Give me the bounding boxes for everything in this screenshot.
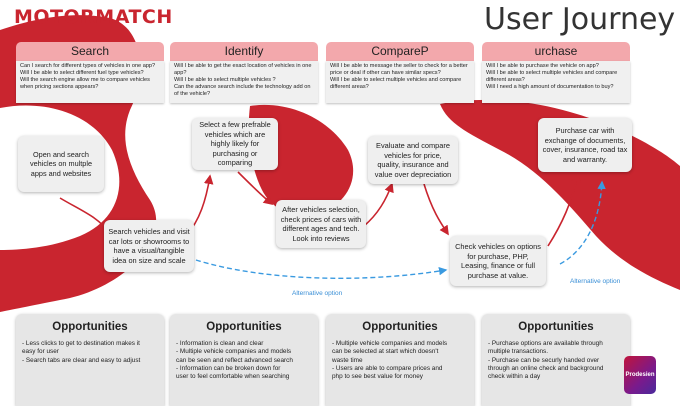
opportunity-line: can be seen and reflect advanced search <box>176 356 293 364</box>
opportunity-line: - Less clicks to get to destination make… <box>22 340 140 347</box>
stage-questions-identify: Will I be able to get the exact location… <box>170 61 318 103</box>
opportunities-purchase: Opportunities - Purchase options are ava… <box>482 314 630 406</box>
question-line: when pricing sections appears? <box>20 84 99 90</box>
step-evaluate: Evaluate and compare vehicles for price,… <box>368 136 458 184</box>
opportunity-line: - Purchase can be securly handed over <box>488 356 600 364</box>
opportunity-line: multiple transactions. <box>488 348 549 356</box>
page-title: User Journey <box>484 2 676 37</box>
stage-questions-compare: Will I be able to message the seller to … <box>326 61 474 103</box>
question-line: Will I be able to select multiple vehicl… <box>330 77 462 83</box>
opportunity-line: - Multiple vehicle companies and models <box>176 348 292 356</box>
stage-header-compare: CompareP <box>326 42 474 61</box>
alternative-path-2 <box>559 180 606 265</box>
stage-questions-search: Can I search for different types of vehi… <box>16 61 164 103</box>
opportunity-line: - Purchase options are available through <box>488 340 603 347</box>
arrow-open-to-visit <box>59 197 109 234</box>
opportunity-line: - Information can be broken down for <box>176 364 281 372</box>
question-line: different areas? <box>486 77 525 83</box>
stage-header-purchase: urchase <box>482 42 630 61</box>
question-line: Will I be able to purchase the vehicle o… <box>486 63 599 69</box>
opportunities-title: Opportunities <box>362 321 438 333</box>
opportunity-line: easy for user <box>22 348 59 356</box>
opportunities-title: Opportunities <box>518 321 594 333</box>
step-purchase: Purchase car with exchange of documents,… <box>538 118 632 172</box>
brand-logo: MOTORMATCH <box>14 6 173 28</box>
opportunities-title: Opportunities <box>52 321 128 333</box>
opportunity-line: through an online check and background <box>488 364 604 372</box>
opportunity-line: waste time <box>332 356 363 364</box>
arrow-after-to-evaluate <box>363 182 394 227</box>
prodesien-badge: Prodesien <box>624 356 656 394</box>
question-line: different areas? <box>330 84 369 90</box>
question-line: Will I be able to message the seller to … <box>330 63 468 69</box>
question-line: Will I be able to select multiple vehicl… <box>174 77 276 83</box>
opportunity-line: - Users are able to compare prices and <box>332 364 443 372</box>
stage-questions-purchase: Will I be able to purchase the vehicle o… <box>482 61 630 103</box>
opportunities-compare: Opportunities - Multiple vehicle compani… <box>326 314 474 406</box>
opportunities-title: Opportunities <box>206 321 282 333</box>
opportunity-line: check within a day <box>488 373 541 381</box>
question-line: of the vehicle? <box>174 91 211 97</box>
step-after-selection: After vehicles selection, check prices o… <box>276 200 366 248</box>
opportunity-line: can be selected at start which doesn't <box>332 348 439 356</box>
arrow-evaluate-to-check <box>423 183 449 236</box>
question-line: Will I be able to select multiple vehicl… <box>486 70 618 76</box>
stage-header-search: Search <box>16 42 164 61</box>
arrow-select-to-after <box>237 171 274 205</box>
question-line: Will I be able to select different fuel … <box>20 70 144 76</box>
opportunity-line: php to see best value for money <box>332 373 423 381</box>
question-line: Will I be able to get the exact location… <box>174 63 312 69</box>
question-line: Can I search for different types of vehi… <box>20 63 156 69</box>
alternative-option-label-2: Alternative option <box>570 278 621 285</box>
alternative-path-1 <box>195 259 448 279</box>
question-line: app? <box>174 70 187 76</box>
opportunities-search: Opportunities - Less clicks to get to de… <box>16 314 164 406</box>
opportunity-line: - Information is clean and clear <box>176 340 264 347</box>
alternative-option-label-1: Alternative option <box>292 290 343 297</box>
stage-header-identify: Identify <box>170 42 318 61</box>
step-visit-lots: Search vehicles and visit car lots or sh… <box>104 220 194 272</box>
step-open-search: Open and search vehicles on multple apps… <box>18 136 104 192</box>
question-line: Can the advance search include the techn… <box>174 84 311 90</box>
question-line: Will I need a high amount of documentati… <box>486 84 614 90</box>
opportunity-line: user to feel comfortable when searching <box>176 373 290 381</box>
opportunities-identify: Opportunities - Information is clean and… <box>170 314 318 406</box>
question-line: price or deal if other can have similar … <box>330 70 441 76</box>
step-select-few: Select a few prefrable vehicles which ar… <box>192 118 278 170</box>
step-check-options: Check vehicles on options for purchase, … <box>450 236 546 286</box>
arrow-check-to-purchase <box>547 172 582 247</box>
question-line: Will the search engine allow me to compa… <box>20 77 150 83</box>
opportunity-line: - Search tabs are clear and easy to adju… <box>22 356 141 364</box>
opportunity-line: - Multiple vehicle companies and models <box>332 340 448 347</box>
